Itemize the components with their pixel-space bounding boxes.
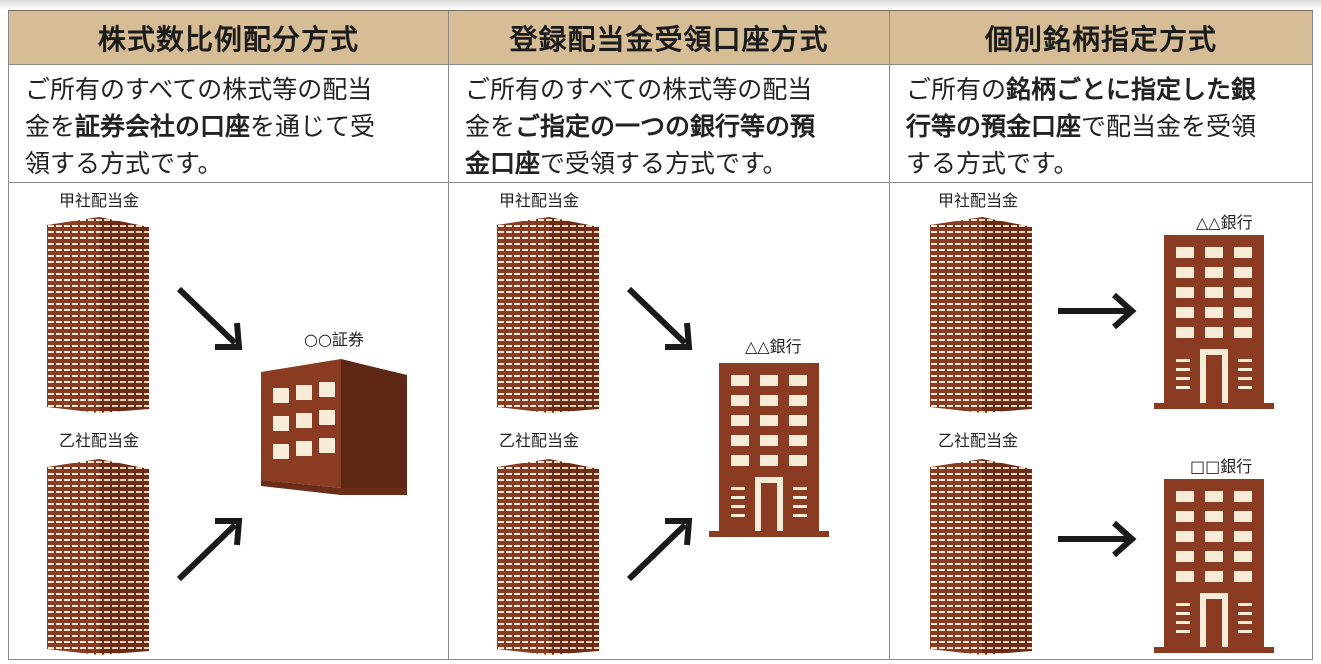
desc-text: 金を [25,112,76,141]
desc-text: を通じて受 [250,112,376,141]
diagram-registered-account: 甲社配当金 乙社配当金 △△銀行 [449,183,890,660]
desc-text: する方式です。 [906,149,1079,178]
source-label-otsu: 乙社配当金 [938,431,1019,450]
office-tower-icon [930,459,1032,655]
desc-emphasis: ご指定の一つの銀行等の預 [515,112,816,141]
bank-building-icon [1154,235,1274,409]
arrow-icon [179,289,239,347]
desc-emphasis: 行等の預金口座 [906,112,1082,141]
dest-label-bank: △△銀行 [745,337,802,356]
securities-building-icon [261,359,407,495]
desc-text: ご所有のすべての株式等の配当 [465,75,813,104]
arrow-icon [1058,292,1137,330]
desc-text: ご所有の [906,75,1007,104]
top-strip [0,0,1321,10]
dest-label-bank-a: △△銀行 [1196,213,1253,232]
desc-registered-account: ご所有のすべての株式等の配当金をご指定の一つの銀行等の預金口座で受領する方式です… [449,65,890,183]
dest-label-bank-b: □□銀行 [1190,457,1253,476]
bank-building-icon [1154,479,1274,653]
arrow-icon [629,521,689,579]
desc-text: 金を [465,112,516,141]
desc-text: ご所有のすべての株式等の配当 [25,75,373,104]
header-per-issue: 個別銘柄指定方式 [890,11,1313,65]
office-tower-icon [497,217,599,413]
office-tower-icon [930,217,1032,413]
diagram-proportional: 甲社配当金 乙社配当金 ○○証券 [8,183,449,660]
arrow-icon [1058,520,1137,558]
diagram-per-issue: 甲社配当金 乙社配当金 △△銀行 □□銀行 [890,183,1313,660]
desc-emphasis: 金口座 [465,149,541,178]
source-label-otsu: 乙社配当金 [499,431,580,450]
office-tower-icon [47,459,149,655]
source-label-kou: 甲社配当金 [938,191,1019,210]
office-tower-icon [47,217,149,413]
source-label-kou: 甲社配当金 [499,191,580,210]
dividend-method-table: 株式数比例配分方式 登録配当金受領口座方式 個別銘柄指定方式 ご所有のすべての株… [8,10,1313,660]
desc-emphasis: 証券会社の口座 [75,112,251,141]
desc-text: で配当金を受領 [1081,112,1257,141]
arrow-icon [179,521,239,579]
desc-per-issue: ご所有の銘柄ごとに指定した銀行等の預金口座で配当金を受領する方式です。 [890,65,1313,183]
header-proportional: 株式数比例配分方式 [8,11,449,65]
office-tower-icon [497,459,599,655]
bank-building-icon [709,363,829,537]
desc-emphasis: 銘柄ごとに指定した銀 [1006,75,1257,104]
dest-label-securities: ○○証券 [304,330,364,349]
source-label-kou: 甲社配当金 [59,191,140,210]
desc-proportional: ご所有のすべての株式等の配当金を証券会社の口座を通じて受領する方式です。 [8,65,449,183]
desc-text: 領する方式です。 [25,149,223,178]
header-registered-account: 登録配当金受領口座方式 [449,11,890,65]
source-label-otsu: 乙社配当金 [59,431,140,450]
desc-text: で受領する方式です。 [540,149,788,178]
arrow-icon [629,289,689,347]
